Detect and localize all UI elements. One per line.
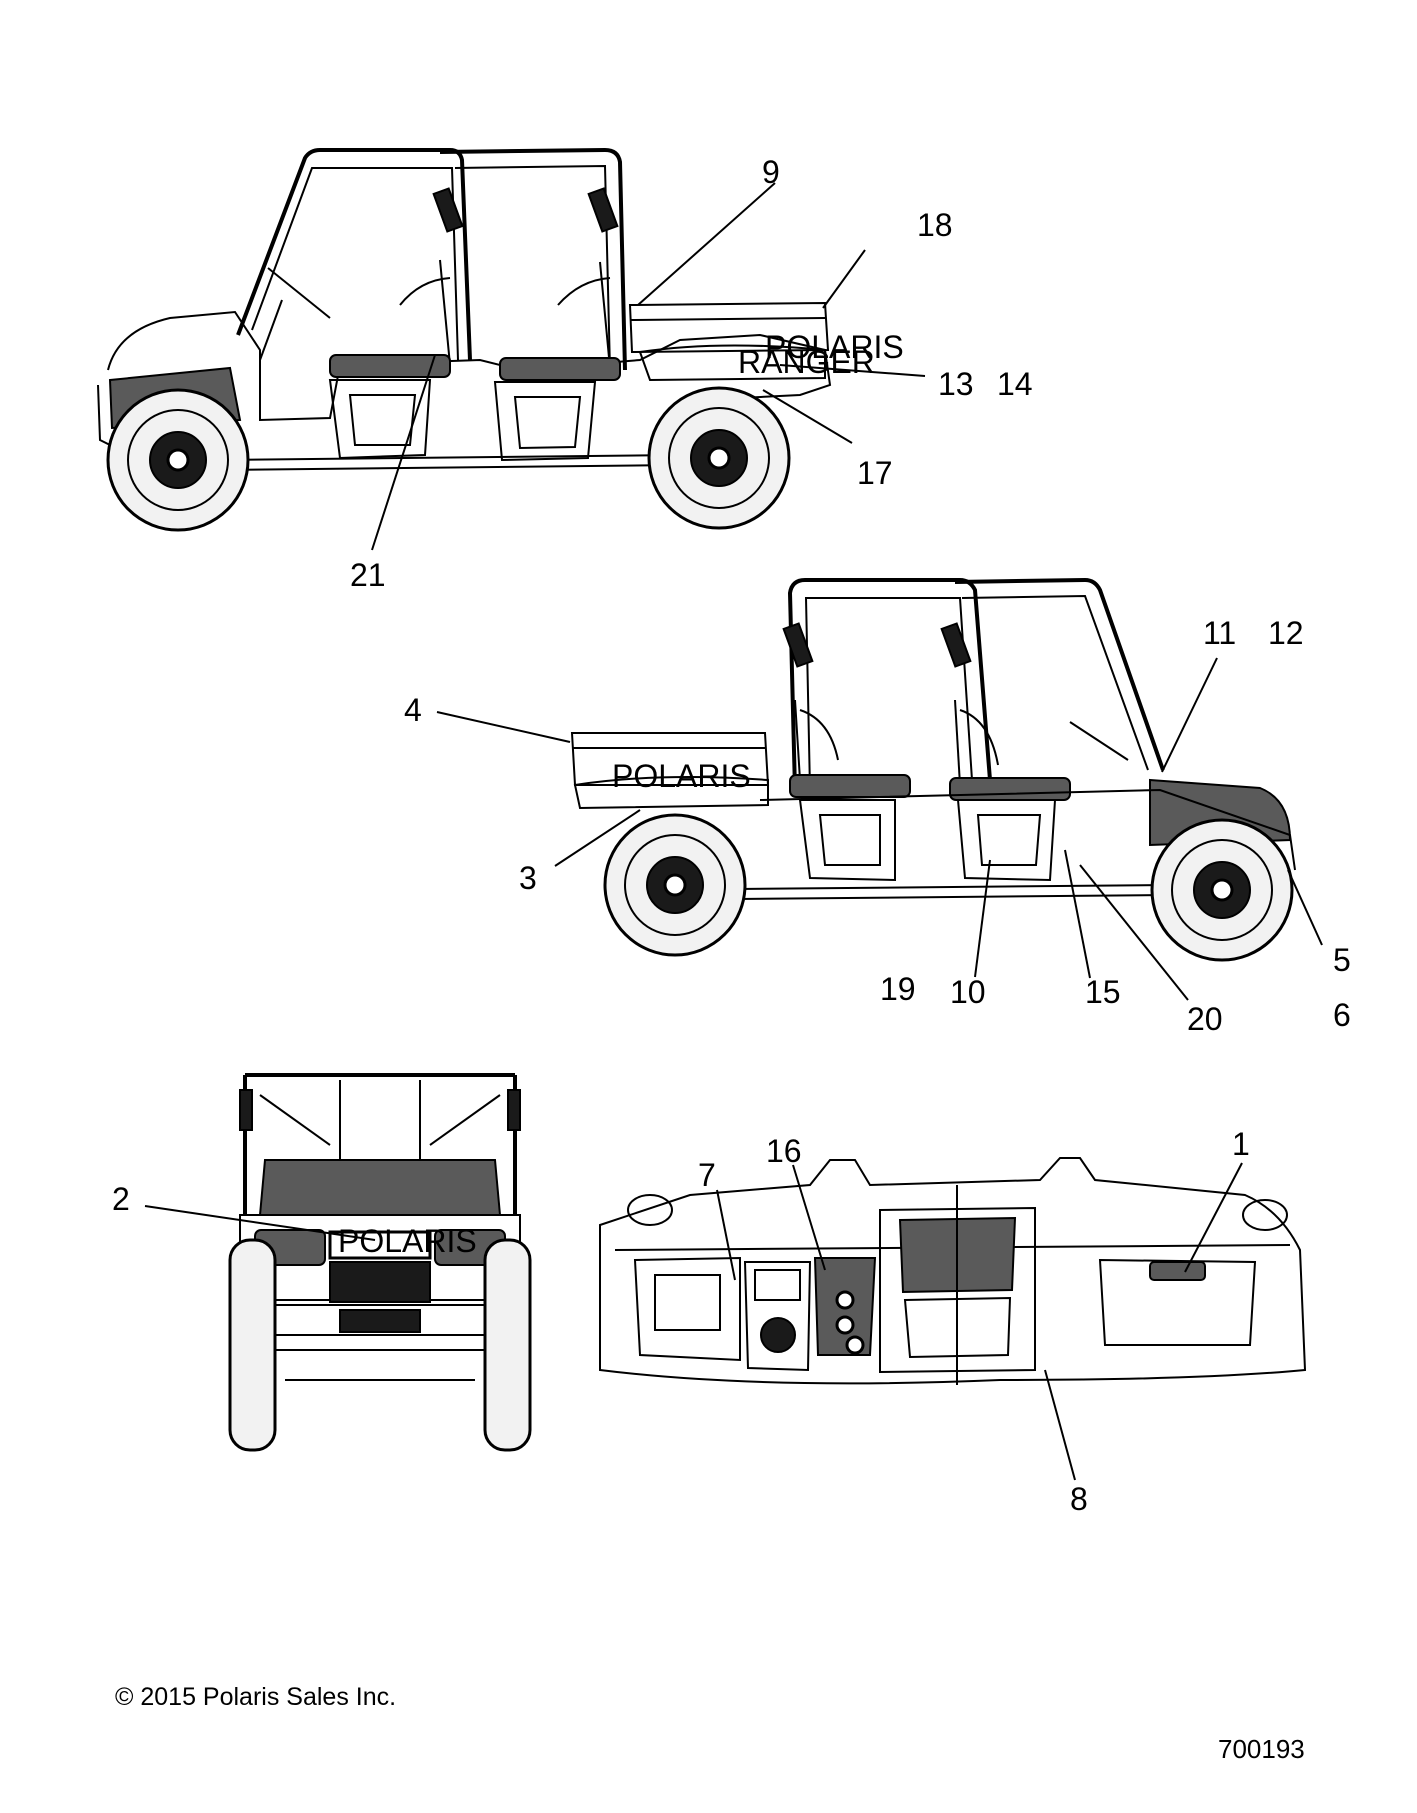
callout-7: 7	[698, 1157, 716, 1193]
rear-seat-cushion	[499, 357, 621, 381]
front-seat-cushion-r	[949, 777, 1071, 801]
figure-number: 700193	[1218, 1734, 1305, 1764]
callout-12: 12	[1268, 615, 1304, 651]
cage-shock-front-r	[940, 622, 972, 668]
callout-17: 17	[857, 455, 893, 491]
callout-2: 2	[112, 1181, 130, 1217]
front-cage-shock-right	[507, 1089, 521, 1131]
left-view-front-wheel	[106, 388, 250, 532]
front-bumper-grille	[339, 1309, 421, 1333]
front-view-tire-right	[483, 1238, 532, 1452]
left-view-rear-wheel	[647, 386, 791, 530]
box-decal-brand: POLARIS	[765, 329, 904, 365]
grille-decal-plate	[328, 1230, 432, 1260]
box-decal-model: RANGER	[738, 344, 875, 380]
vehicle-right-side-view: POLARIS	[436, 577, 1323, 1001]
front-view-tire-left	[228, 1238, 277, 1452]
right-view-rear-wheel	[603, 813, 747, 957]
front-cage-shock-left	[239, 1089, 253, 1131]
callout-11: 11	[1203, 615, 1236, 651]
front-seat-cushion	[329, 354, 451, 378]
callout-13: 13	[938, 366, 974, 402]
callout-20: 20	[1187, 1001, 1223, 1037]
vehicle-front-view: POLARIS	[144, 1073, 532, 1452]
cage-shock-rear-r	[782, 622, 814, 668]
callout-1: 1	[1232, 1126, 1250, 1162]
rear-seat-cushion-r	[789, 774, 911, 798]
glovebox-decal	[1149, 1261, 1206, 1281]
callout-19: 19	[880, 971, 916, 1007]
callout-10: 10	[950, 974, 986, 1010]
callout-21: 21	[350, 557, 386, 593]
callout-4: 4	[404, 692, 422, 728]
copyright-notice: © 2015 Polaris Sales Inc.	[115, 1683, 397, 1711]
callout-labels: 9 18 13 14 17 21 11 12 4 3 5 6 19 10 15 …	[112, 154, 1351, 1517]
box-decal-brand-r: POLARIS	[612, 758, 751, 794]
callout-18: 18	[917, 207, 953, 243]
right-view-front-wheel	[1150, 818, 1294, 962]
front-grille	[329, 1261, 431, 1303]
vehicle-left-side-view: POLARIS RANGER	[97, 147, 926, 551]
dashboard-view	[599, 1157, 1307, 1481]
callout-15: 15	[1085, 974, 1121, 1010]
callout-9: 9	[762, 154, 780, 190]
callout-6: 6	[1333, 997, 1351, 1033]
callout-3: 3	[519, 860, 537, 896]
cage-shock-rear	[587, 187, 619, 233]
callout-8: 8	[1070, 1481, 1088, 1517]
callout-5: 5	[1333, 942, 1351, 978]
callout-14: 14	[997, 366, 1033, 402]
callout-16: 16	[766, 1133, 802, 1169]
front-grille-decal: POLARIS	[338, 1223, 477, 1259]
cage-shock-front	[432, 187, 464, 233]
